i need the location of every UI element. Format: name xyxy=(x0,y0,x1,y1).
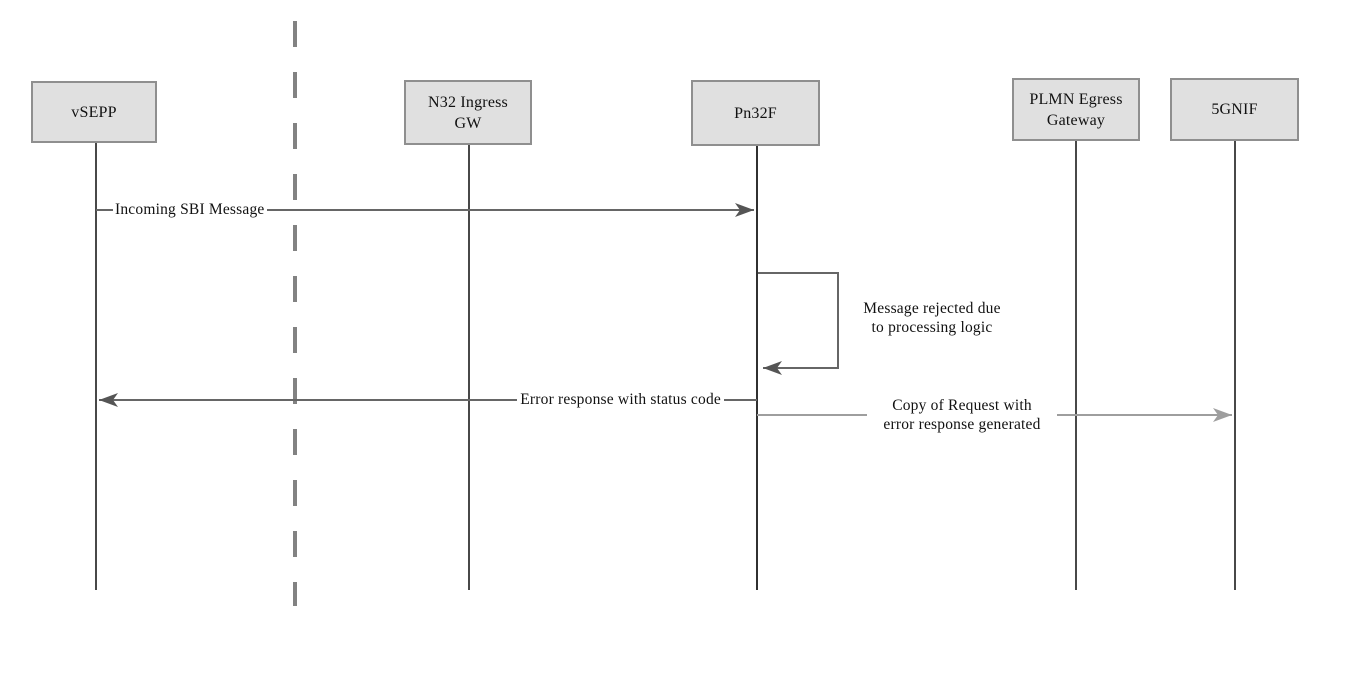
participant-label: Pn32F xyxy=(734,104,777,122)
message-label-error-response: Error response with status code xyxy=(517,390,724,410)
participant-box-5gnif: 5GNIF xyxy=(1170,78,1299,141)
participant-label: 5GNIF xyxy=(1211,101,1258,118)
participant-box-n32-ingress-gw: N32 Ingress GW xyxy=(404,80,532,145)
participant-label: PLMN Egress Gateway xyxy=(1029,90,1123,129)
message-label-rejected: Message rejected due to processing logic xyxy=(842,299,1022,337)
participant-box-vsepp: vSEPP xyxy=(31,81,157,143)
participant-label: N32 Ingress GW xyxy=(428,93,508,132)
participant-box-plmn-egress-gateway: PLMN Egress Gateway xyxy=(1012,78,1140,141)
message-label-copy-of-request: Copy of Request with error response gene… xyxy=(867,396,1057,434)
participant-label: vSEPP xyxy=(71,103,117,121)
message-label-incoming-sbi: Incoming SBI Message xyxy=(113,200,267,220)
self-message-arrow-rejected xyxy=(758,272,839,375)
participant-box-pn32f: Pn32F xyxy=(691,80,820,146)
